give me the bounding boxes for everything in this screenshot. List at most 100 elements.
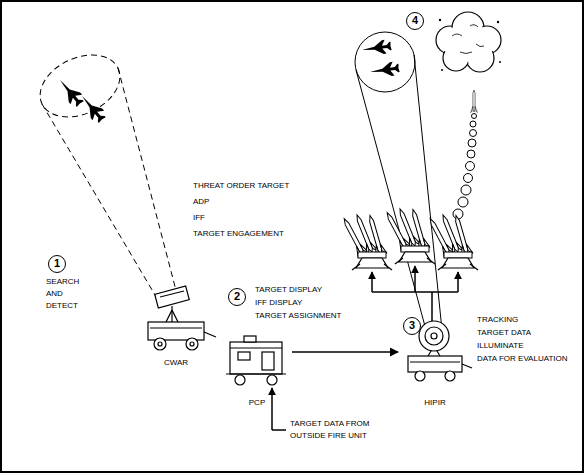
radar-vehicle: CWAR [140,288,212,368]
search-beam-part [42,104,158,300]
explosion-part [452,25,484,54]
track-beam [355,32,442,330]
explosion-part-part [439,19,441,21]
track-beam-part [356,70,426,330]
explosion [436,12,501,72]
illuminator-drawing-part [415,371,425,381]
illuminator-drawing [408,321,472,381]
illuminator-drawing-part [431,333,437,339]
illuminator-drawing-part [408,356,462,372]
missile-in-flight-part [471,90,478,113]
track-beam-part [414,55,442,330]
radar-vehicle-drawing-part [158,342,162,346]
command-post-drawing-part [244,336,256,342]
aircraft-part [76,91,108,125]
command-post-drawing-part [230,342,282,374]
outside-data-line-part [272,429,286,431]
step-text: TARGET DATA [477,327,531,339]
command-post-drawing-part [262,352,274,370]
command-post: PCP [222,336,292,408]
command-post-drawing [226,336,286,385]
missile-trail-part [461,185,471,195]
step-text: ILLUMINATE [477,340,524,352]
callout-number: 3 [403,317,421,335]
radar-vehicle-drawing-part [150,327,202,328]
illuminator-drawing-part [419,321,449,351]
aircraft-part [54,75,86,109]
search-beam-part [118,68,178,298]
illuminator-radar: HIPIR [398,320,472,408]
node-label: PCP [249,398,265,408]
missile-trail-part [467,150,475,158]
explosion-part-part [497,21,499,23]
explosion-part [438,14,500,71]
illuminator-drawing-part [462,364,472,368]
search-beam-part [30,43,130,129]
radar-vehicle-drawing-part [155,286,190,308]
missile-trail-part [470,130,477,137]
radar-vehicle-drawing-part [148,322,204,340]
radar-vehicle-drawing-part [172,310,178,322]
command-post-drawing-part [230,347,282,348]
callout-number: 2 [228,288,246,306]
callout-number: 1 [48,255,66,273]
launcher [339,207,478,270]
aircraft [361,39,400,79]
callout-number: 4 [406,12,424,30]
explosion-part [439,19,501,71]
radar-vehicle-drawing-part [154,338,166,350]
missile-trail-part [464,174,473,183]
radar-vehicle-drawing-part [186,338,198,350]
aircraft-part [369,61,400,79]
radar-vehicle-drawing-part [166,310,172,322]
missile-trail-part [472,114,477,119]
node-label: CWAR [164,358,188,368]
step-text: TARGET ASSIGNMENT [255,310,341,322]
function-text: TARGET ENGAGEMENT [193,228,284,240]
aircraft-part [361,39,392,57]
node-label: HIPIR [424,398,445,408]
radar-vehicle-drawing-part [171,306,172,322]
missile-trail-part [470,121,476,127]
explosion-part [436,12,501,72]
outside-data-line [272,388,286,430]
explosion-part-part [441,69,443,71]
step-text: TARGET DISPLAY [255,284,322,296]
launch-command-lines-part [371,272,373,292]
launcher-part [425,213,478,270]
launch-command-lines-part [457,272,459,292]
illuminator-drawing-part [410,361,460,362]
step-text: SEARCH AND DETECT [46,276,88,312]
radar-vehicle-drawing-part [160,291,184,297]
missile-trail-part [468,139,476,147]
launcher-part [339,213,392,270]
radar-vehicle-drawing-part [204,332,216,337]
function-text: ADP [193,196,209,208]
function-text: THREAT ORDER TARGET [193,180,289,192]
launch-command-lines-part [414,266,416,292]
missile-trail-part [453,209,463,219]
illuminator-drawing-part [445,371,455,381]
missile-trail-part [466,162,475,171]
outside-data-line-part [271,388,273,430]
explosion-part-part [499,61,501,63]
data-source-text: TARGET DATA FROM OUTSIDE FIRE UNIT [290,418,402,442]
step-text: DATA FOR EVALUATION [477,353,568,365]
command-post-drawing-part [238,352,250,360]
search-beam [30,43,178,300]
command-post-drawing-part [267,375,277,385]
missile-in-flight [471,90,478,113]
launch-command-lines-part [431,292,433,322]
radar-vehicle-drawing [148,286,216,350]
step-text: IFF DISPLAY [255,297,302,309]
aircraft [54,75,108,125]
data-arrow [292,351,398,353]
command-post-drawing-part [235,375,245,385]
radar-vehicle-drawing-part [190,342,194,346]
missile-trail [453,114,477,220]
function-text: IFF [193,212,205,224]
